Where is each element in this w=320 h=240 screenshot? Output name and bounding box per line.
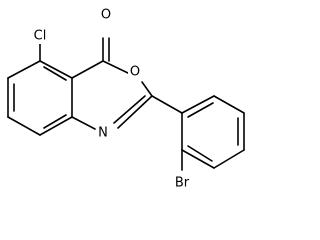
bond-c2-n-double	[113, 95, 146, 124]
bond-c4-ring-c	[71, 60, 104, 79]
bond-c2-phenyl	[151, 95, 183, 114]
ring-oxygen-label: O	[130, 65, 140, 80]
o-carbonyl-bg	[99, 8, 113, 22]
bond-inner-left-2	[43, 114, 67, 129]
bond-ar3-ar4	[39, 116, 73, 136]
molecule-svg: Cl O O N Br	[7, 8, 245, 191]
bond-inner-right-3	[187, 145, 213, 162]
carbonyl-oxygen-label: O	[101, 8, 111, 23]
bond-ar4-ar5	[7, 116, 41, 136]
bond-o-ring-c2	[141, 81, 153, 97]
bond-c4-o-ring	[102, 60, 129, 74]
bond-n-ar	[71, 116, 96, 130]
bond-ar1-ar2	[39, 60, 73, 79]
bromine-label: Br	[175, 176, 190, 191]
structure-diagram: Cl O O N Br	[7, 7, 245, 191]
bond-ph2-ph3	[213, 95, 245, 114]
cl-label-bg	[31, 28, 49, 44]
bond-c2-n	[117, 95, 153, 129]
bond-ph5-ph6	[181, 149, 215, 169]
chlorine-label: Cl	[34, 29, 47, 44]
nitrogen-label: N	[98, 126, 108, 141]
bond-ar6-ar1	[7, 60, 41, 79]
bond-ph1-ph2	[181, 95, 215, 114]
bond-inner-left-3	[43, 66, 67, 81]
o-ring-bg	[128, 64, 142, 80]
bond-ph4-ph5	[213, 149, 245, 169]
bond-inner-right-1	[187, 102, 214, 118]
br-label-bg	[172, 175, 192, 191]
n-label-bg	[96, 125, 110, 139]
